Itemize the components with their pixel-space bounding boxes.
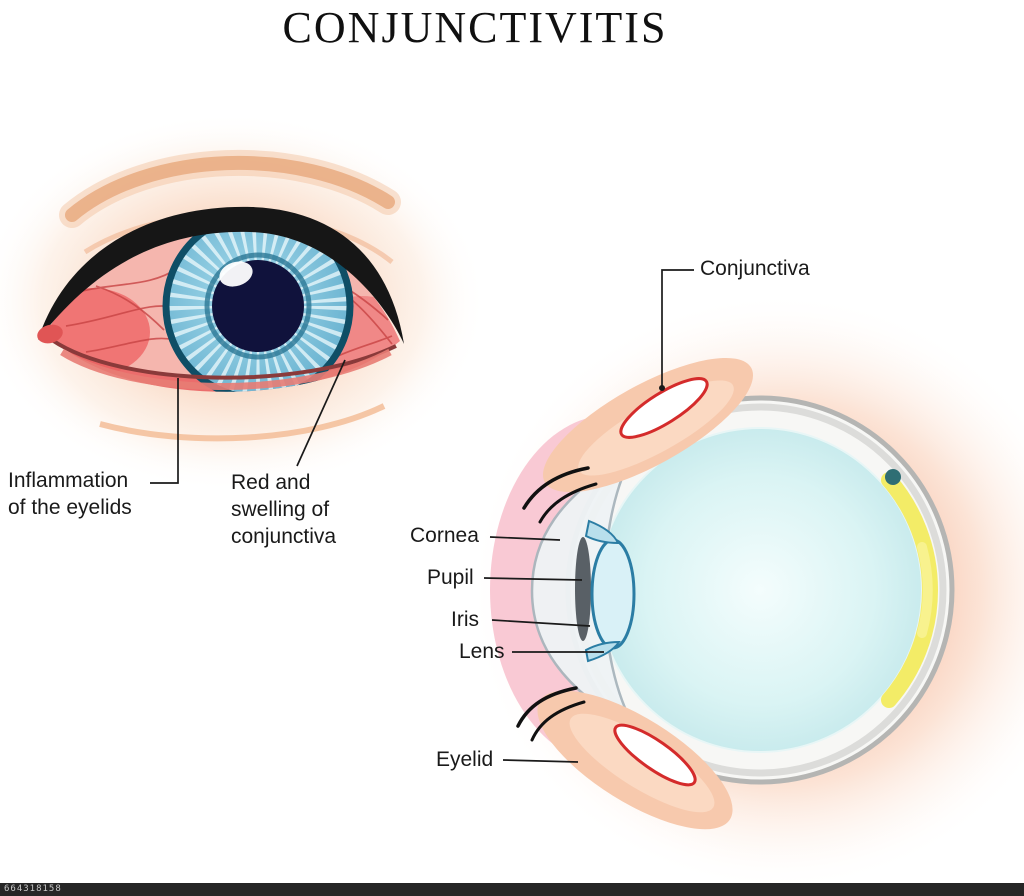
pupil-highlight xyxy=(219,261,253,287)
conjunctiva-lower xyxy=(613,723,697,787)
label-cornea: Cornea xyxy=(410,524,479,547)
eyelid-leader-line xyxy=(502,759,579,763)
iris-inner-ring xyxy=(204,252,312,360)
watermark-id: 664318158 xyxy=(4,884,62,894)
label-pupil: Pupil xyxy=(427,566,474,589)
label-lens: Lens xyxy=(459,640,505,663)
label-eyelid: Eyelid xyxy=(436,748,494,771)
pupil-slit xyxy=(575,537,591,641)
label-conjunctiva: Conjunctiva xyxy=(700,257,810,280)
lower-lid-redline xyxy=(60,348,392,390)
pupil-leader-line xyxy=(483,577,583,581)
upper-lashes xyxy=(522,466,598,524)
label-inflammation: Inflammation of the eyelids xyxy=(8,469,132,519)
conjunctiva-leader-dot xyxy=(659,385,665,391)
lower-lid-margin xyxy=(50,338,397,380)
inflamed-eye-illustration xyxy=(0,112,487,492)
cornea-leader-line xyxy=(489,536,561,541)
retina-yellow-bright xyxy=(917,542,933,638)
leader-lines xyxy=(150,269,694,763)
label-swelling: Red and swelling of conjunctiva xyxy=(231,471,337,548)
swelling-leader-line xyxy=(296,359,346,467)
page-title: CONJUNCTIVITIS xyxy=(282,3,668,52)
iris-limbal-ring xyxy=(162,225,354,392)
inner-corner-caruncle xyxy=(37,324,63,344)
iris-upper xyxy=(584,519,620,545)
eyeball-cross-section xyxy=(470,292,1024,892)
upper-eyelashes xyxy=(38,206,404,344)
lens-shape xyxy=(590,538,636,650)
iris xyxy=(162,225,354,392)
iris-leader-line xyxy=(491,619,591,627)
conjunctiva-upper xyxy=(619,377,709,439)
iris-spokes xyxy=(167,225,349,392)
conjunctiva-leader-line xyxy=(661,269,694,386)
under-eye-crease xyxy=(99,403,386,442)
label-iris: Iris xyxy=(451,608,479,631)
optic-spot xyxy=(885,469,901,485)
lower-lashes xyxy=(516,686,586,742)
inflammation-leader-line xyxy=(150,378,179,484)
vitreous-body xyxy=(597,427,923,753)
watermark-bar xyxy=(0,883,1024,896)
eyebrow-core xyxy=(65,155,395,222)
